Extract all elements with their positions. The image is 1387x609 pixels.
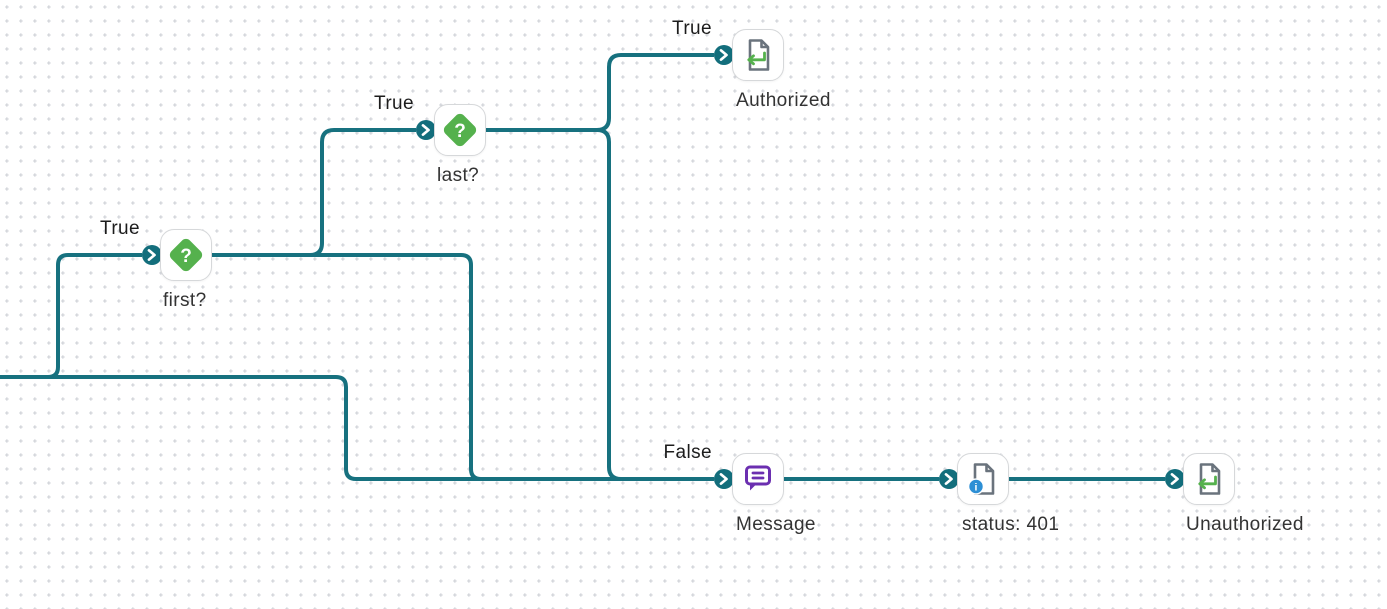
chevron-right-icon bbox=[421, 124, 430, 136]
branch-label-true-last: True bbox=[374, 93, 414, 114]
node-unauthorized-return[interactable] bbox=[1183, 453, 1235, 505]
wire-offscreen-to-message-false[interactable] bbox=[0, 375, 714, 481]
chevron-right-icon bbox=[719, 49, 728, 61]
question-diamond-icon: ? bbox=[169, 238, 202, 271]
chevron-right-icon bbox=[944, 473, 953, 485]
question-diamond-icon: ? bbox=[443, 113, 476, 146]
input-port-unauthorized[interactable] bbox=[1165, 469, 1185, 489]
document-info-icon: i bbox=[967, 462, 994, 495]
node-first-condition[interactable]: ? bbox=[160, 229, 212, 281]
input-port-status[interactable] bbox=[939, 469, 959, 489]
document-return-icon bbox=[1197, 462, 1220, 495]
node-label-authorized: Authorized bbox=[736, 90, 831, 111]
chevron-right-icon bbox=[147, 249, 156, 261]
wire-first-to-last-true[interactable] bbox=[309, 128, 416, 257]
wire-last-to-message[interactable] bbox=[596, 128, 714, 481]
wire-first-to-message[interactable] bbox=[212, 253, 714, 481]
input-port-authorized[interactable] bbox=[714, 45, 734, 65]
input-port-last[interactable] bbox=[416, 120, 436, 140]
node-last-condition[interactable]: ? bbox=[434, 104, 486, 156]
branch-label-false-message: False bbox=[663, 442, 712, 463]
input-port-first[interactable] bbox=[142, 245, 162, 265]
speech-bubble-icon bbox=[744, 465, 771, 490]
branch-label-true-first: True bbox=[100, 218, 140, 239]
document-return-icon bbox=[746, 38, 769, 71]
chevron-right-icon bbox=[719, 473, 728, 485]
svg-text:?: ? bbox=[454, 121, 466, 142]
node-label-last: last? bbox=[437, 165, 480, 186]
node-message[interactable] bbox=[732, 453, 784, 505]
svg-text:i: i bbox=[974, 481, 977, 493]
input-port-message[interactable] bbox=[714, 469, 734, 489]
svg-text:?: ? bbox=[180, 246, 192, 267]
node-label-status: status: 401 bbox=[962, 514, 1060, 535]
branch-label-true-authorized: True bbox=[672, 18, 712, 39]
node-label-unauthorized: Unauthorized bbox=[1186, 514, 1304, 535]
node-authorized-return[interactable] bbox=[732, 29, 784, 81]
node-status-401[interactable]: i bbox=[957, 453, 1009, 505]
chevron-right-icon bbox=[1170, 473, 1179, 485]
node-label-first: first? bbox=[163, 290, 207, 311]
node-label-message: Message bbox=[736, 514, 816, 535]
